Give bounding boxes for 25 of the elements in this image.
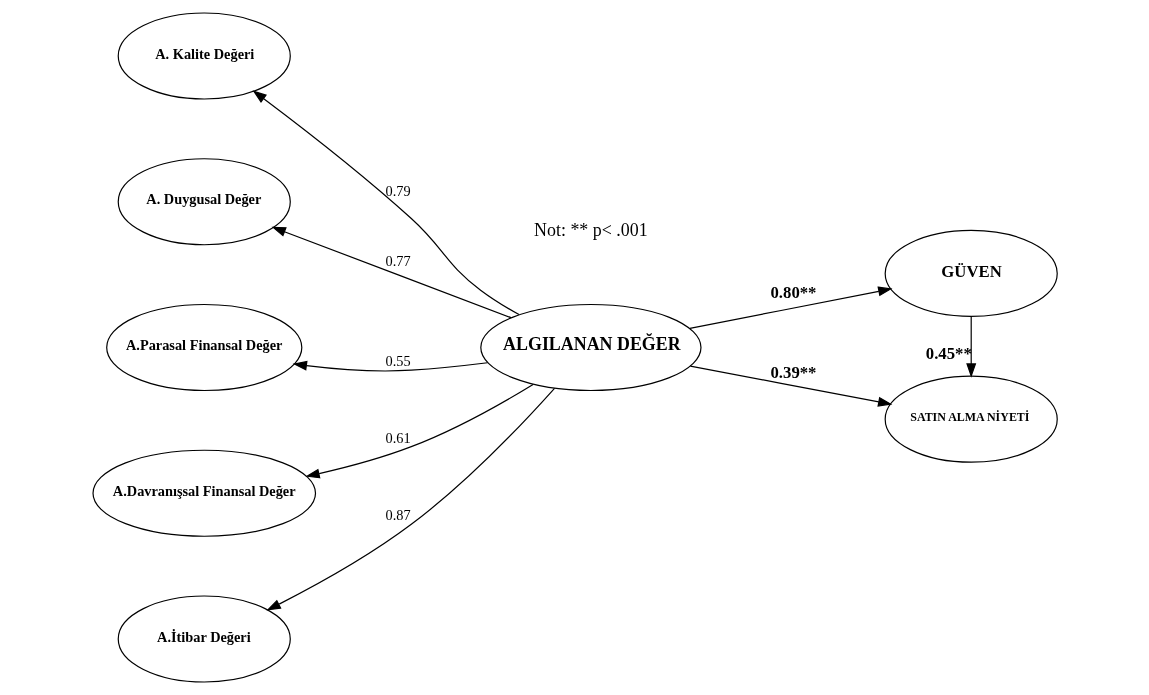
edge-label: 0.87: [385, 507, 411, 524]
edge-label: 0.80**: [769, 282, 816, 302]
node-ellipse: A.Davranışsal Finansal Değer: [91, 449, 316, 537]
edge-label: 0.61: [385, 429, 411, 446]
arrow: [252, 90, 520, 316]
edge-label: 0.79: [385, 183, 411, 200]
arrow: [271, 226, 512, 319]
node-ellipse: A. Kalite Değeri: [117, 12, 291, 100]
edge-label: 0.39**: [769, 362, 816, 382]
edge-label: 0.77: [385, 252, 411, 269]
arrow: [688, 286, 892, 329]
node-ellipse: A. Duygusal Değer: [117, 158, 291, 246]
arrow: [265, 387, 555, 611]
node-ellipse: GÜVEN: [884, 229, 1058, 318]
node-ellipse: A.Parasal Finansal Değer: [105, 303, 302, 392]
node-ellipse: ALGILANAN DEĞER: [479, 303, 702, 392]
node-ellipse: A.İtibar Değeri: [117, 595, 291, 683]
edge-label: 0.55: [385, 353, 411, 370]
arrow: [292, 360, 488, 372]
label: Not: ** p< .001: [533, 219, 648, 240]
edge-label: 0.45**: [925, 343, 972, 363]
node-ellipse: SATIN ALMA NİYETİ: [884, 375, 1058, 463]
arrow: [304, 383, 534, 479]
arrow: [689, 365, 892, 407]
arrow: [965, 316, 976, 378]
